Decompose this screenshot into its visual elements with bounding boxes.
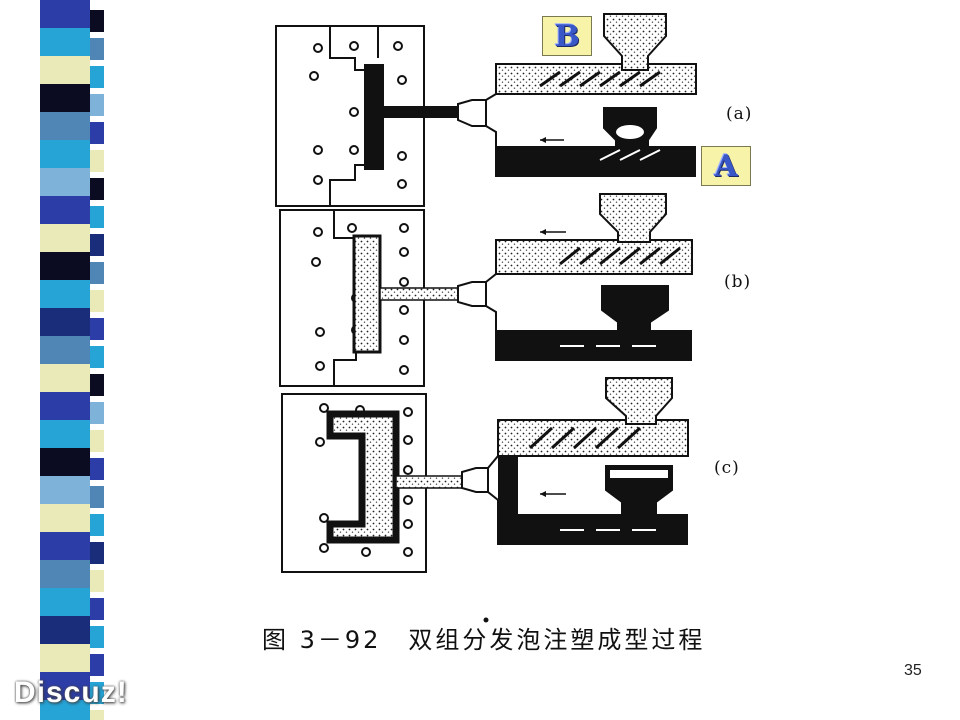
stripe-accent <box>90 94 104 116</box>
badge-b: B <box>542 16 592 56</box>
stripe-block <box>40 28 90 56</box>
stripe-accent <box>90 290 104 312</box>
stripe-accent <box>90 234 104 256</box>
panel-a <box>275 13 697 207</box>
barrel-c <box>487 419 689 545</box>
stripe-block <box>40 448 90 476</box>
stripe-block <box>40 252 90 280</box>
stripe-accent <box>90 626 104 648</box>
hopper-b-a <box>603 13 667 71</box>
stripe-accent <box>90 486 104 508</box>
hopper-a-b <box>601 285 669 333</box>
panel-label-c: (c) <box>714 458 740 478</box>
stripe-accent <box>90 710 104 720</box>
stripe-block <box>40 532 90 560</box>
stripe-block <box>40 364 90 392</box>
stripe-accent <box>90 458 104 480</box>
stripe-accent <box>90 374 104 396</box>
stripe-block <box>40 616 90 644</box>
panel-c <box>281 377 689 573</box>
badge-a: A <box>701 146 751 186</box>
stripe-block <box>40 56 90 84</box>
nozzle-c <box>461 467 489 493</box>
stripe-accent <box>90 178 104 200</box>
stripe-block <box>40 168 90 196</box>
stripe-accent <box>90 10 104 32</box>
watermark-logo: Discuz! <box>14 676 128 709</box>
stripe-block <box>40 560 90 588</box>
mold-cavity-b <box>352 234 382 354</box>
stripe-accent <box>90 38 104 60</box>
stripe-block <box>40 672 90 700</box>
stripe-accent <box>90 262 104 284</box>
stripe-block <box>40 644 90 672</box>
panel-b <box>279 193 693 387</box>
stripe-block <box>40 112 90 140</box>
barrel-a <box>485 63 697 177</box>
stripe-block <box>40 476 90 504</box>
stripe-block <box>40 196 90 224</box>
stripe-block <box>40 308 90 336</box>
stripe-accent <box>90 514 104 536</box>
stripe-accent <box>90 206 104 228</box>
stripe-block <box>40 392 90 420</box>
figure-caption: 图 3－92 双组分发泡注塑成型过程 <box>262 626 706 654</box>
stripe-accent <box>90 150 104 172</box>
mold-cavity-a <box>364 64 384 170</box>
stripe-block <box>40 504 90 532</box>
nozzle-a <box>457 99 487 127</box>
stripe-accent <box>90 346 104 368</box>
stripe-accent <box>90 122 104 144</box>
nozzle-b <box>457 281 487 307</box>
stripe-block <box>40 140 90 168</box>
stripe-accent <box>90 430 104 452</box>
panel-label-b: (b) <box>724 272 752 292</box>
runner-c <box>395 475 465 489</box>
page-number: 35 <box>904 662 922 679</box>
runner-b <box>379 287 461 301</box>
decorative-stripe-bar <box>40 0 104 720</box>
stripe-block <box>40 588 90 616</box>
stripe-block <box>40 280 90 308</box>
stripe-block <box>40 224 90 252</box>
stripe-accent <box>90 318 104 340</box>
stripe-accent <box>90 654 104 676</box>
stripe-accent <box>90 66 104 88</box>
stripe-accent <box>90 682 104 704</box>
stripe-block <box>40 420 90 448</box>
stripe-accent <box>90 402 104 424</box>
stripe-block <box>40 84 90 112</box>
stripe-block <box>40 0 90 28</box>
stripe-accent <box>90 542 104 564</box>
stripe-accent <box>90 598 104 620</box>
hopper-b-b <box>599 193 667 243</box>
mold-cavity-c <box>326 410 400 544</box>
panel-label-a: (a) <box>726 104 753 124</box>
hopper-b-c <box>605 377 673 425</box>
runner-a <box>384 106 460 118</box>
stripe-accent <box>90 570 104 592</box>
stripe-block <box>40 700 90 720</box>
barrel-b <box>485 229 693 361</box>
stripe-block <box>40 336 90 364</box>
